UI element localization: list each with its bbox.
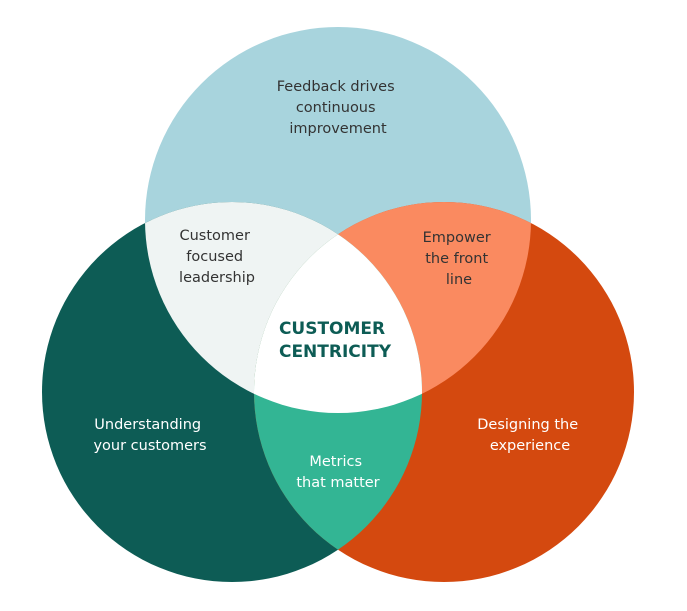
label-line: Customer (179, 228, 249, 244)
center-title-line: CENTRICITY (279, 342, 392, 362)
label-line: focused (186, 249, 243, 265)
label-designing: Designing the experience (477, 417, 583, 454)
label-line: Metrics (309, 454, 362, 470)
label-line: that matter (296, 475, 379, 491)
label-line: improvement (289, 121, 387, 137)
label-line: your customers (93, 438, 206, 454)
label-empower: Empower the front line (423, 230, 496, 288)
label-line: the front (425, 251, 488, 267)
label-understanding: Understanding your customers (93, 417, 206, 454)
label-line: Understanding (94, 417, 201, 433)
label-line: Designing the (477, 417, 578, 433)
intersection-center (254, 202, 422, 413)
label-feedback: Feedback drives continuous improvement (277, 79, 400, 137)
label-metrics: Metrics that matter (296, 454, 379, 491)
label-line: experience (490, 438, 570, 454)
label-line: continuous (296, 100, 376, 116)
center-title: CUSTOMER CENTRICITY (279, 319, 392, 362)
label-line: leadership (179, 270, 255, 286)
label-line: Feedback drives (277, 79, 395, 95)
center-title-line: CUSTOMER (279, 319, 385, 339)
label-line: Empower (423, 230, 491, 246)
label-line: line (446, 272, 472, 288)
label-leadership: Customer focused leadership (179, 228, 255, 286)
